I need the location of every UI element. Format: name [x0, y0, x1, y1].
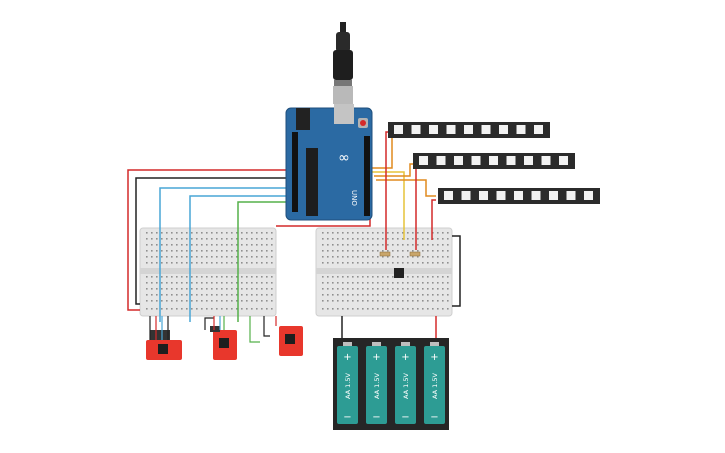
- led-pixel: [524, 156, 533, 165]
- led-pixel: [419, 156, 428, 165]
- led-strip-2: [413, 153, 575, 169]
- left-breadboard: [139, 227, 277, 317]
- wire-orange-2: [374, 163, 414, 177]
- led-pixel: [461, 191, 471, 200]
- led-pixel: [446, 125, 456, 134]
- battery-cell: + − AA 1.5V: [420, 338, 449, 430]
- wire-orange-3: [376, 179, 436, 197]
- led-pixel: [541, 156, 551, 165]
- battery-minus-label: −: [401, 412, 409, 423]
- led-pixel: [499, 125, 508, 134]
- arduino-logo: ∞: [338, 150, 350, 166]
- led-pixel: [566, 191, 576, 200]
- battery-label: AA 1.5V: [344, 372, 352, 398]
- wire-blue-1: [159, 187, 290, 322]
- led-pixel: [496, 191, 506, 200]
- wire-black-right: [452, 235, 461, 307]
- battery-plus-label: +: [343, 352, 351, 363]
- led-pixel: [489, 156, 498, 165]
- led-pixel: [534, 125, 543, 134]
- battery-cell: + − AA 1.5V: [391, 338, 420, 430]
- capacitor: [394, 268, 404, 278]
- led-pixel: [479, 191, 488, 200]
- led-pixel: [559, 156, 568, 165]
- led-strip-3: [438, 188, 600, 204]
- arduino-model-label: UNO: [350, 190, 358, 206]
- led-pixel: [411, 125, 421, 134]
- battery-label: AA 1.5V: [402, 372, 410, 398]
- led-pixel: [514, 191, 523, 200]
- led-pixel: [454, 156, 463, 165]
- sensor-module-1: [146, 330, 182, 360]
- wire-green-1: [237, 201, 290, 322]
- arduino-uno: ∞ UNO: [285, 104, 373, 221]
- battery-label: AA 1.5V: [431, 372, 439, 398]
- wire-blue-2: [189, 195, 290, 322]
- led-pixel: [531, 191, 541, 200]
- led-strip-1: [388, 122, 550, 138]
- led-pixel: [481, 125, 491, 134]
- led-pixel: [464, 125, 473, 134]
- battery-plus-label: +: [372, 352, 380, 363]
- battery-cell: + − AA 1.5V: [362, 338, 391, 430]
- led-pixel: [471, 156, 481, 165]
- battery-cell: + − AA 1.5V: [333, 338, 362, 430]
- led-pixel: [584, 191, 593, 200]
- led-pixel: [444, 191, 453, 200]
- led-pixel: [429, 125, 438, 134]
- led-pixel: [436, 156, 446, 165]
- wire-yellow-1: [372, 171, 405, 240]
- usb-cable: [333, 22, 353, 104]
- battery-plus-label: +: [401, 352, 409, 363]
- right-breadboard: [315, 227, 453, 317]
- battery-minus-label: −: [343, 412, 351, 423]
- wires: [127, 131, 461, 340]
- wire-black-main: [135, 177, 290, 305]
- battery-pack: + − AA 1.5V + − AA 1.5V + − AA 1.5V + − AA 1.5V: [333, 338, 449, 430]
- battery-minus-label: −: [430, 412, 438, 423]
- sensor-module-3: [279, 326, 303, 356]
- wire-red-strip-3: [431, 199, 436, 240]
- led-pixel: [549, 191, 558, 200]
- battery-label: AA 1.5V: [373, 372, 381, 398]
- sensor-wires: [149, 316, 277, 343]
- led-pixel: [394, 125, 403, 134]
- sensor-module-2: [210, 326, 237, 360]
- wire-red-main: [127, 169, 290, 311]
- battery-plus-label: +: [430, 352, 438, 363]
- battery-minus-label: −: [372, 412, 380, 423]
- led-pixel: [506, 156, 516, 165]
- resistors: [379, 251, 421, 257]
- led-pixel: [516, 125, 526, 134]
